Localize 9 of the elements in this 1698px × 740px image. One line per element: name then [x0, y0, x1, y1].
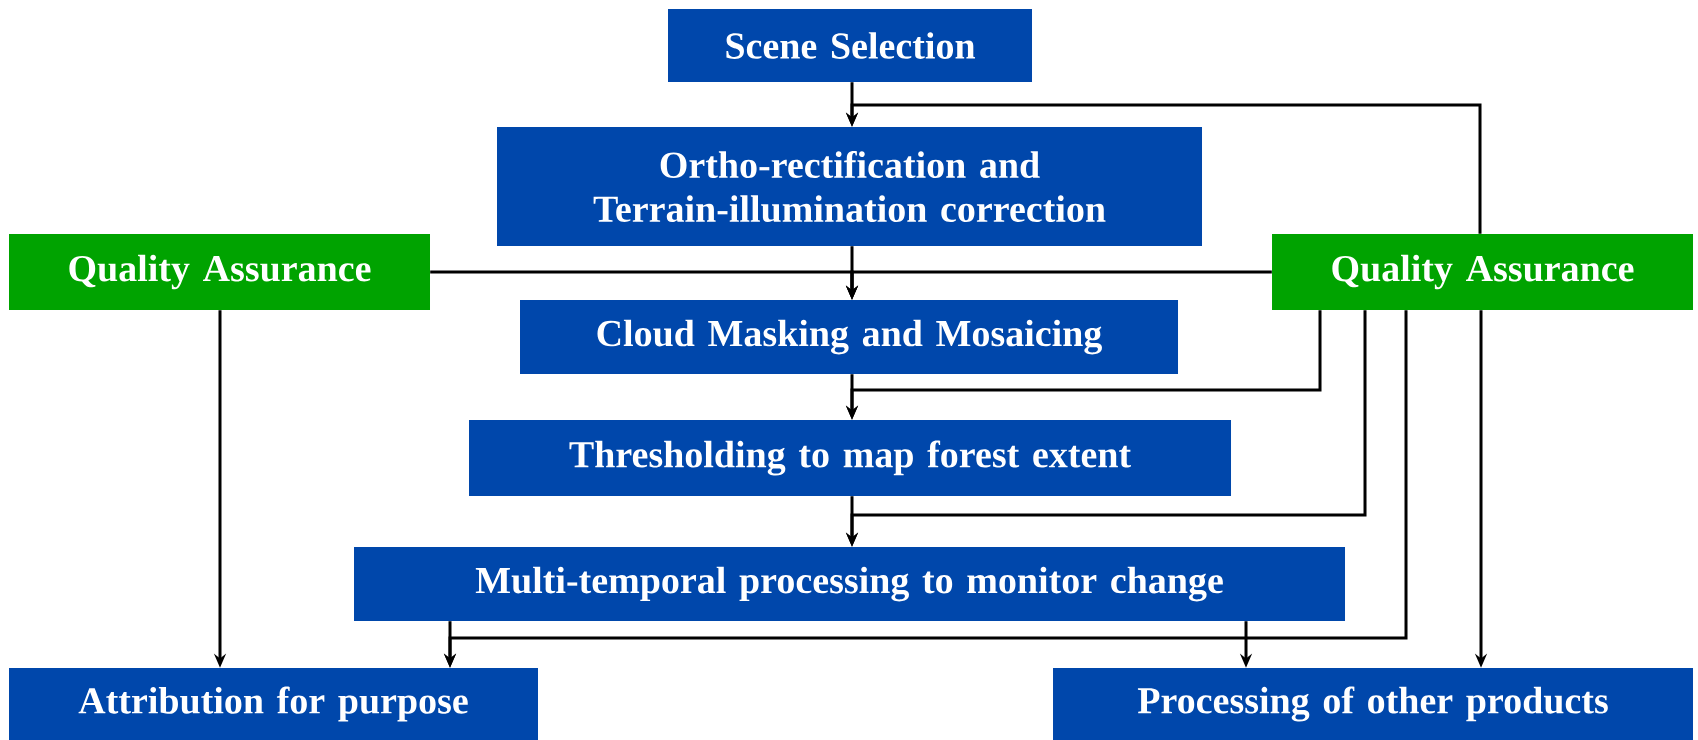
process-box: Cloud Masking and Mosaicing — [520, 300, 1178, 374]
process-box: Ortho-rectification and Terrain-illumination correction — [497, 127, 1202, 246]
output-box: Attribution for purpose — [9, 668, 538, 740]
quality-box: Quality Assurance — [1272, 234, 1693, 310]
output-box: Processing of other products — [1053, 668, 1693, 740]
quality-box: Quality Assurance — [9, 234, 430, 310]
process-box: Thresholding to map forest extent — [469, 420, 1231, 496]
process-box: Multi-temporal processing to monitor change — [354, 547, 1345, 621]
process-box: Scene Selection — [668, 9, 1032, 82]
